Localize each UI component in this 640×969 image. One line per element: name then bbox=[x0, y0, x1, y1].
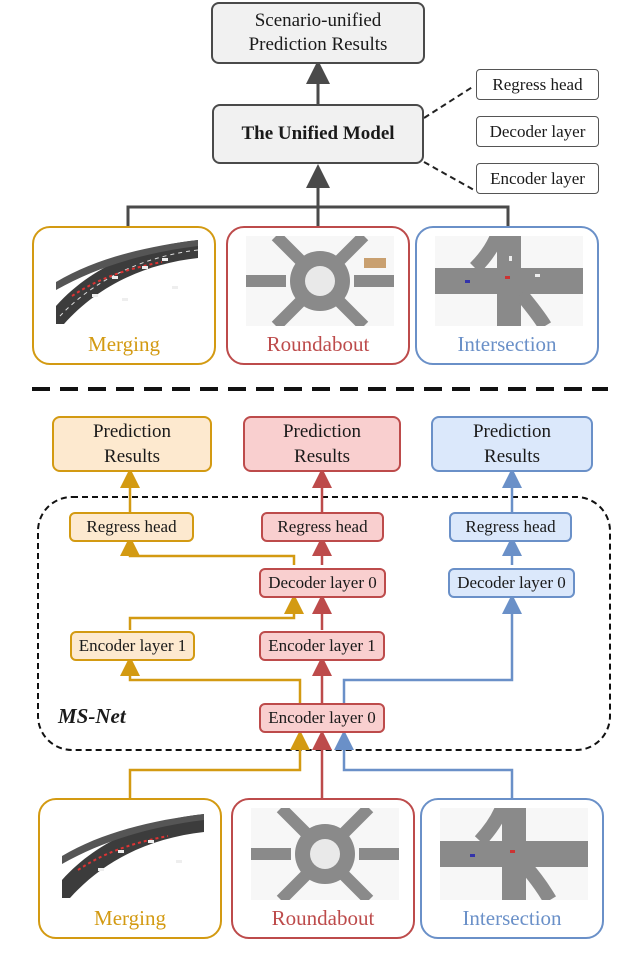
decoder-layer-0-shared: Decoder layer 0 bbox=[259, 568, 386, 598]
bottom-intersection-card: Intersection bbox=[420, 798, 604, 939]
roundabout-aerial-image-bottom bbox=[251, 803, 399, 905]
merging-aerial-image-bottom bbox=[58, 808, 204, 898]
regress-head-intersection-label: Regress head bbox=[465, 517, 556, 536]
ms-net-region bbox=[37, 496, 611, 751]
prediction-results-merging: Prediction Results bbox=[52, 416, 212, 472]
zoom-line-bottom bbox=[423, 161, 475, 191]
intersection-to-decoder-arrow bbox=[342, 594, 522, 703]
encoder-layer-0-shared: Encoder layer 0 bbox=[259, 703, 385, 733]
bottom-roundabout-card: Roundabout bbox=[231, 798, 415, 939]
roundabout-aerial-image bbox=[246, 231, 394, 331]
scenario-label-roundabout: Roundabout bbox=[266, 332, 370, 356]
intersection-aerial-image bbox=[435, 233, 583, 330]
regress-head-roundabout: Regress head bbox=[261, 512, 384, 542]
results-merging-line2: Results bbox=[104, 446, 160, 467]
merging-input-arrow bbox=[128, 730, 310, 798]
merging-aerial-image bbox=[52, 236, 199, 324]
scenario-label-intersection: Intersection bbox=[457, 332, 557, 356]
regress-head-roundabout-label: Regress head bbox=[277, 517, 368, 536]
regress-head-merging: Regress head bbox=[69, 512, 194, 542]
decoder-layer-0-intersection: Decoder layer 0 bbox=[448, 568, 575, 598]
scenario-label-roundabout-bottom: Roundabout bbox=[271, 906, 375, 930]
scenario-label-merging: Merging bbox=[88, 332, 160, 356]
bottom-merging-card: Merging bbox=[38, 798, 222, 939]
scenario-unified-results-box: Scenario-unified Prediction Results bbox=[211, 2, 425, 64]
unified-model-box: The Unified Model bbox=[212, 104, 424, 164]
regress-head-intersection: Regress head bbox=[449, 512, 572, 542]
prediction-results-intersection: Prediction Results bbox=[431, 416, 593, 472]
intersection-input-arrow bbox=[334, 730, 514, 798]
encoder-layer-legend-label: Encoder layer bbox=[490, 168, 585, 188]
results-roundabout-line2: Results bbox=[294, 446, 350, 467]
regress-head-merging-label: Regress head bbox=[86, 517, 177, 536]
decoder-layer-legend: Decoder layer bbox=[476, 116, 599, 147]
encoder-layer-1-roundabout-label: Encoder layer 1 bbox=[268, 636, 376, 655]
encoder-layer-0-shared-label: Encoder layer 0 bbox=[268, 708, 376, 727]
decoder-layer-0-intersection-label: Decoder layer 0 bbox=[457, 573, 566, 592]
intersection-aerial-image-bottom bbox=[440, 805, 588, 904]
regress-head-legend: Regress head bbox=[476, 69, 599, 100]
merging-to-head-arrow bbox=[120, 536, 296, 565]
decoder-layer-legend-label: Decoder layer bbox=[489, 121, 586, 141]
scenario-label-merging-bottom: Merging bbox=[94, 906, 166, 930]
top-intersection-card: Intersection bbox=[415, 226, 599, 365]
ms-net-label: MS-Net bbox=[58, 704, 126, 728]
zoom-line-top bbox=[423, 85, 475, 119]
decoder-layer-0-shared-label: Decoder layer 0 bbox=[268, 573, 377, 592]
results-intersection-line1: Prediction bbox=[472, 421, 552, 442]
regress-head-legend-label: Regress head bbox=[492, 74, 583, 94]
encoder-layer-legend: Encoder layer bbox=[476, 163, 599, 194]
prediction-results-roundabout: Prediction Results bbox=[243, 416, 401, 472]
encoder-layer-1-roundabout: Encoder layer 1 bbox=[259, 631, 385, 661]
results-line2: Prediction Results bbox=[248, 34, 388, 55]
results-roundabout-line1: Prediction bbox=[282, 421, 362, 442]
results-line1: Scenario-unified bbox=[254, 10, 382, 31]
top-roundabout-card: Roundabout bbox=[226, 226, 410, 365]
results-merging-line1: Prediction bbox=[92, 421, 172, 442]
top-merging-card: Merging bbox=[32, 226, 216, 365]
scenario-label-intersection-bottom: Intersection bbox=[462, 906, 562, 930]
unified-model-label: The Unified Model bbox=[241, 123, 395, 144]
encoder-layer-1-merging: Encoder layer 1 bbox=[70, 631, 195, 661]
results-intersection-line2: Results bbox=[484, 446, 540, 467]
encoder-layer-1-merging-label: Encoder layer 1 bbox=[78, 636, 187, 655]
merging-to-encoder1-arrow bbox=[120, 656, 302, 703]
merging-to-decoder-arrow bbox=[128, 594, 304, 630]
